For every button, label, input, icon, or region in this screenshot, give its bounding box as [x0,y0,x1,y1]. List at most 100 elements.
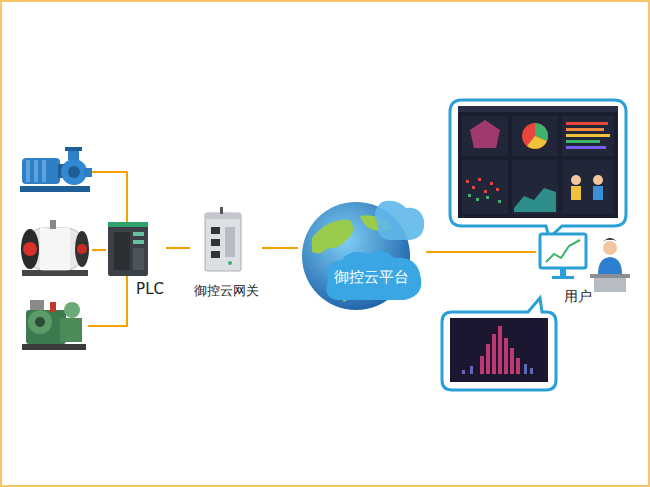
illustration-part [23,242,37,256]
connector-line [426,251,536,253]
machine-icon [22,300,86,350]
illustration-part [462,160,508,214]
illustration-part [571,175,581,185]
icon-part [108,222,148,276]
illustration-part [478,178,481,181]
node-label: 用户 [536,288,632,305]
icon-part [133,240,144,244]
illustration-part [466,180,469,183]
illustration-part [593,186,603,200]
cloud-platform: 御控云平台 [298,198,426,318]
icon-part [603,241,617,255]
icon-part [133,232,144,236]
node-label: 御控云网关 [190,283,262,299]
illustration-part [468,194,501,203]
pump-icon [20,147,92,192]
illustration-part [562,116,614,156]
illustration-part [504,338,508,374]
illustration-part [480,356,484,374]
illustration-part [498,200,501,203]
dashboard-callout [450,100,626,238]
illustration-part [442,298,556,390]
illustration-part [458,106,618,218]
icon-part [375,201,424,240]
image-callout [442,298,556,390]
illustration-part [566,122,608,125]
illustration-part [476,198,479,201]
node-label: 御控云平台 [298,268,426,286]
illustration-part [68,166,80,178]
gateway-device: 御控云网关 [190,213,262,303]
illustration-part [42,160,46,182]
illustration-part [466,178,499,193]
plc-device: PLC [106,222,166,304]
illustration-part [28,310,52,334]
illustration-part [34,160,38,182]
node-label: PLC [106,280,166,298]
illustration-part [470,120,500,148]
illustration-part [472,186,475,189]
illustration-part [50,220,56,229]
illustration-part [450,318,548,382]
wire [92,249,106,251]
illustration-part [512,116,558,156]
icon-part [225,227,235,257]
icon-part [211,239,220,246]
illustration-part [64,302,80,318]
illustration-part [450,100,626,238]
user-icon [536,228,632,294]
illustration-part [490,182,493,185]
illustration-part [22,344,86,350]
illustration-part [458,106,618,112]
connector-line [166,247,190,249]
illustration-part [50,302,56,312]
globe-icon [298,198,426,314]
illustration-part [516,358,520,374]
icon-part [205,213,241,271]
wire [92,172,127,222]
illustration-part [571,186,581,200]
illustration-part [22,158,60,184]
icon-part [108,222,148,227]
illustration-part [484,190,487,193]
illustration-part [566,140,600,143]
illustration-part [470,366,473,374]
illustration-part [480,326,520,374]
icon-part [211,227,220,234]
illustration-part [68,150,79,160]
user-station: 用户 [536,228,632,312]
wire [88,276,127,326]
illustration-part [530,368,533,374]
illustration-part [21,229,39,269]
illustration-part [61,159,87,185]
icon-part [546,240,580,262]
gateway-icon [190,213,250,273]
illustration-part [462,370,465,374]
icon-part [312,220,353,254]
illustration-part [60,318,82,342]
illustration-part [462,364,533,374]
illustration-part [65,147,82,151]
icon-part [114,232,130,270]
illustration-part [492,334,496,374]
illustration-part [468,194,471,197]
illustration-part [566,128,604,131]
illustration-part [486,196,489,199]
icon-part [220,207,223,214]
illustration-part [512,160,558,214]
illustration-part [22,270,88,276]
illustration-part [486,344,490,374]
illustration-part [522,123,548,149]
illustration-part [496,188,499,191]
illustration-part [462,116,508,156]
illustration-part [26,160,30,182]
illustration-part [514,188,556,212]
illustration-part [35,317,45,327]
icon-part [211,251,220,258]
illustration-part [40,228,70,270]
icon-part [228,261,232,265]
icon-part [598,257,622,274]
